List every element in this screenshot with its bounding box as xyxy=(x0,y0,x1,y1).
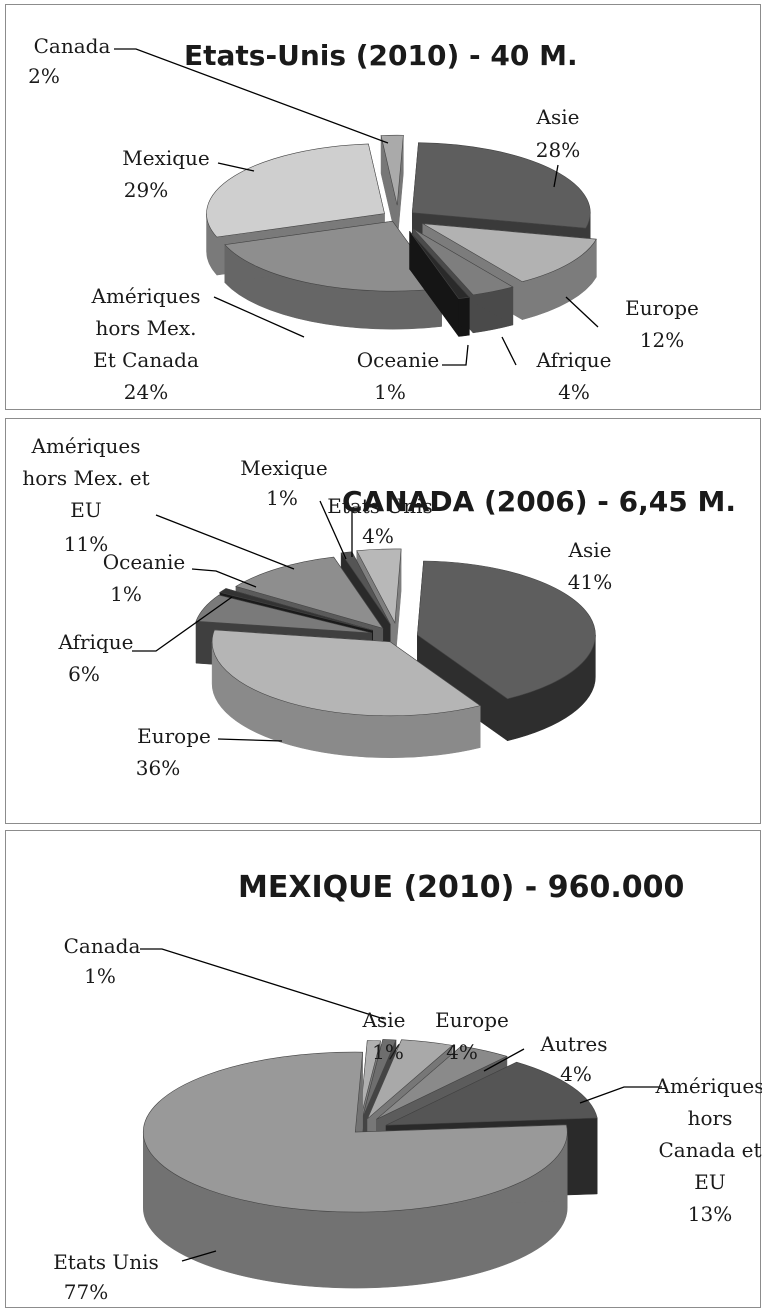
slice-percent-mexique-canada: 1% xyxy=(84,964,116,988)
slice-label-canada-europe: Europe xyxy=(137,724,211,748)
slice-label-etats-unis-oceanie: Oceanie xyxy=(357,348,439,372)
leader-line-etats-unis-canada xyxy=(114,48,389,144)
leader-line-mexique-etats-unis xyxy=(181,1250,217,1262)
slice-percent-mexique-etats-unis: 77% xyxy=(64,1280,108,1304)
slice-percent-mexique-ameriques-hors-canada-et-eu: 13% xyxy=(688,1202,732,1226)
leader-line-etats-unis-asie xyxy=(553,164,559,188)
slice-label-etats-unis-asie: Asie xyxy=(536,105,580,129)
slice-label-mexique-asie: Asie xyxy=(362,1008,406,1032)
pie-slice-canada-europe xyxy=(211,629,481,759)
slice-percent-canada-oceanie: 1% xyxy=(110,582,142,606)
leader-line-mexique-autres xyxy=(483,1048,525,1072)
slice-percent-etats-unis-asie: 28% xyxy=(536,138,580,162)
slice-label-mexique-etats-unis: Etats Unis xyxy=(53,1250,159,1274)
chart-title-etats-unis: Etats-Unis (2010) - 40 M. xyxy=(184,39,578,72)
leader-line-etats-unis-oceanie xyxy=(442,344,469,366)
slice-percent-canada-etats-unis: 4% xyxy=(362,524,394,548)
pie-slice-etats-unis-ameriques-hors-mex-et-canada xyxy=(224,220,443,330)
slice-percent-mexique-europe: 4% xyxy=(446,1040,478,1064)
leader-line-canada-ameriques-hors-mex-et-eu xyxy=(155,514,295,570)
slice-label-canada-etats-unis: Etats Unis xyxy=(327,494,433,518)
pie-chart-canada: CANADA (2006) - 6,45 M. Asie 41% Europe 36% A… xyxy=(22,434,736,780)
leader-line-mexique-ameriques-hors-canada-et-eu xyxy=(579,1086,662,1104)
slice-percent-etats-unis-mexique: 29% xyxy=(124,178,168,202)
slice-percent-mexique-autres: 4% xyxy=(560,1062,592,1086)
chart-panel-etats-unis: Etats-Unis (2010) - 40 M. Asie 28% Europe 12… xyxy=(5,4,761,410)
slice-label-etats-unis-canada: Canada xyxy=(34,34,111,58)
leader-line-mexique-canada xyxy=(140,948,385,1020)
slice-label-mexique-canada: Canada xyxy=(64,934,141,958)
slice-label-canada-afrique: Afrique xyxy=(58,630,134,654)
slice-percent-etats-unis-europe: 12% xyxy=(640,328,684,352)
slice-percent-etats-unis-ameriques-hors-mex-et-canada: 24% xyxy=(124,380,168,404)
slice-percent-canada-europe: 36% xyxy=(136,756,180,780)
slice-label-etats-unis-mexique: Mexique xyxy=(122,146,210,170)
pie-slice-etats-unis-oceanie xyxy=(409,230,470,338)
pie-chart-etats-unis: Etats-Unis (2010) - 40 M. Asie 28% Europe 12… xyxy=(28,34,699,404)
leader-line-etats-unis-mexique xyxy=(217,162,255,172)
slice-percent-etats-unis-canada: 2% xyxy=(28,64,60,88)
pie-slice-canada-asie xyxy=(417,560,596,742)
slice-label-etats-unis-afrique: Afrique xyxy=(536,348,612,372)
leader-line-etats-unis-afrique xyxy=(501,336,517,366)
slice-label-mexique-europe: Europe xyxy=(435,1008,509,1032)
slice-label-canada-mexique: Mexique xyxy=(240,456,328,480)
pie-slice-mexique-etats-unis xyxy=(142,1051,568,1289)
chart-title-mexique: MEXIQUE (2010) - 960.000 xyxy=(238,870,684,905)
slice-percent-canada-ameriques-hors-mex-et-eu: 11% xyxy=(64,532,108,556)
leader-line-canada-oceanie xyxy=(191,568,257,588)
leader-line-canada-afrique xyxy=(132,596,233,652)
leader-line-etats-unis-europe xyxy=(565,296,599,328)
slice-percent-canada-asie: 41% xyxy=(568,570,612,594)
slice-percent-canada-mexique: 1% xyxy=(266,486,298,510)
slice-percent-canada-afrique: 6% xyxy=(68,662,100,686)
pie-slice-etats-unis-canada xyxy=(380,134,404,244)
leader-line-canada-mexique xyxy=(319,500,347,560)
slice-label-mexique-autres: Autres xyxy=(539,1032,607,1056)
slice-percent-mexique-asie: 1% xyxy=(372,1040,404,1064)
slice-label-canada-oceanie: Oceanie xyxy=(103,550,185,574)
chart-panel-canada: CANADA (2006) - 6,45 M. Asie 41% Europe 36% A… xyxy=(5,418,761,824)
slice-label-etats-unis-europe: Europe xyxy=(625,296,699,320)
slice-label-canada-asie: Asie xyxy=(568,538,612,562)
chart-title-canada: CANADA (2006) - 6,45 M. xyxy=(342,485,736,518)
slice-percent-etats-unis-oceanie: 1% xyxy=(374,380,406,404)
slice-percent-etats-unis-afrique: 4% xyxy=(558,380,590,404)
leader-line-canada-europe xyxy=(217,738,283,742)
leader-line-etats-unis-ameriques-hors-mex-et-canada xyxy=(213,296,305,338)
